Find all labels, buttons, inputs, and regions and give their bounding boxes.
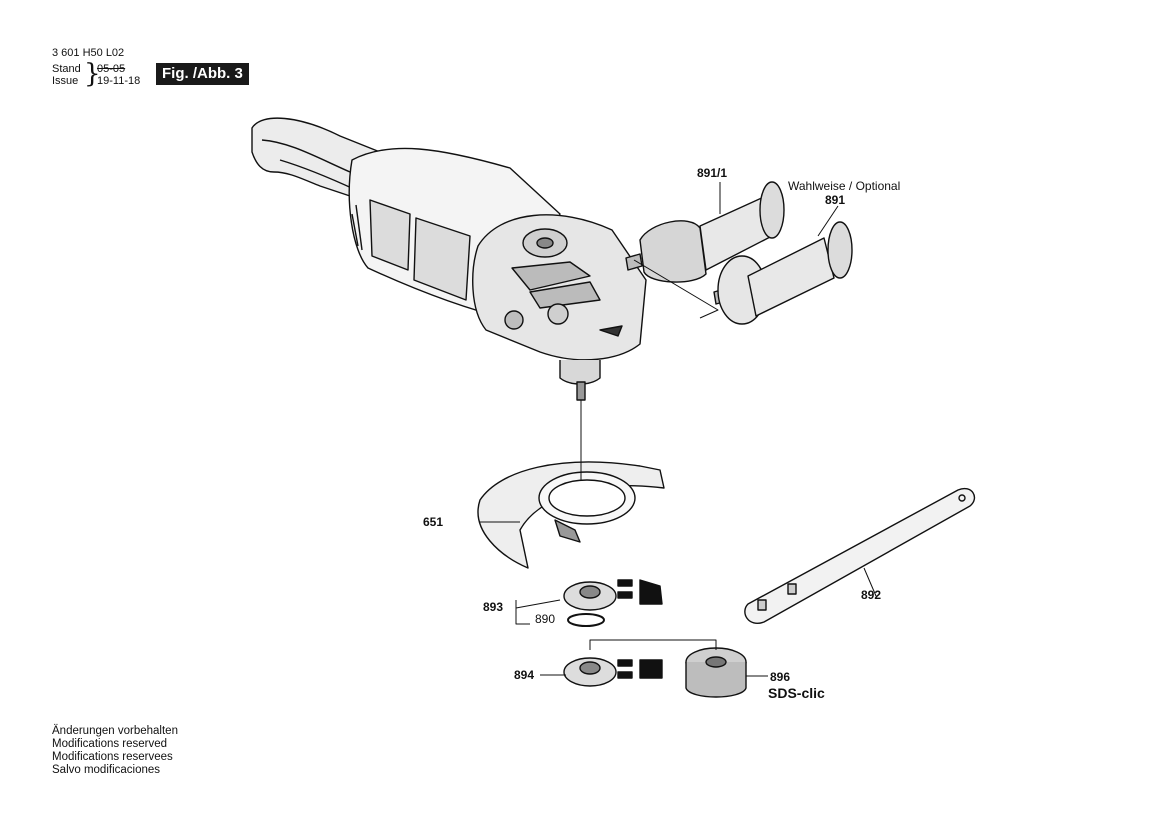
label-651: 651 (423, 515, 444, 529)
wheel-guard-drawing (477, 461, 665, 569)
footer-note-fr: Modifications reservees (52, 751, 173, 763)
label-890: 890 (535, 612, 556, 626)
footer-note-de: Änderungen vorbehalten (52, 725, 178, 737)
sds-clic-nut-896-drawing (685, 647, 747, 698)
label-893: 893 (483, 600, 504, 614)
label-896: 896 (770, 670, 791, 684)
issue-label: Issue (52, 75, 79, 87)
stand-date: 05-05 (97, 63, 126, 75)
flange-893-drawing (563, 581, 617, 627)
sds-clic-label: SDS-clic (768, 685, 825, 701)
aux-handle-891-1-drawing (625, 181, 785, 283)
document-number: 3 601 H50 L02 (52, 47, 125, 59)
aux-handle-891-drawing (713, 221, 853, 325)
footer-note-es: Salvo modificaciones (52, 764, 161, 776)
brace-symbol: } (84, 59, 101, 89)
stand-label: Stand (52, 63, 81, 75)
footer-note-en: Modifications reserved (52, 738, 168, 750)
nut-894-drawing (563, 657, 617, 687)
optional-note: Wahlweise / Optional (788, 179, 901, 193)
label-891: 891 (825, 193, 846, 207)
leader-lines (480, 182, 877, 677)
label-891-1: 891/1 (697, 166, 728, 180)
label-892: 892 (861, 588, 882, 602)
label-894: 894 (514, 668, 535, 682)
wrench-892-drawing (744, 487, 976, 624)
angle-grinder-drawing (251, 117, 647, 401)
mounting-pictogram (617, 579, 663, 679)
figure-label: Fig. /Abb. 3 (156, 63, 249, 85)
issue-date: 19-11-18 (97, 75, 141, 87)
